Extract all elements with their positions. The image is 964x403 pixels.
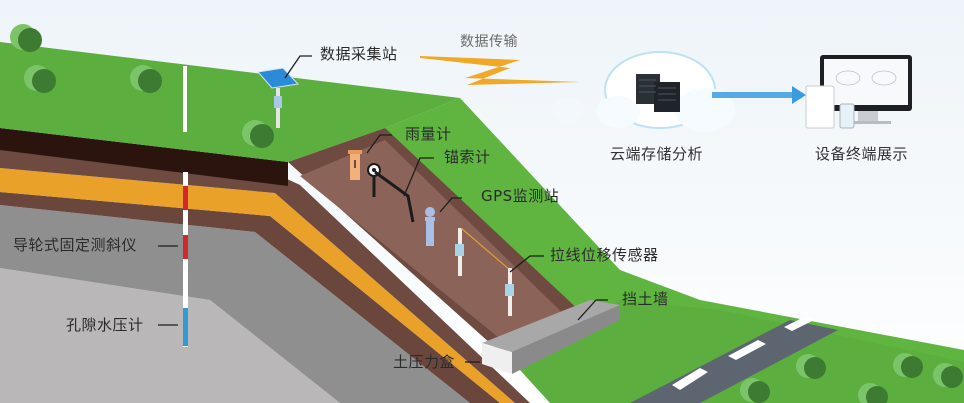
label-cloud-storage: 云端存储分析 — [610, 145, 704, 163]
label-wire-displacement: 拉线位移传感器 — [550, 246, 659, 264]
plateau-grass — [0, 42, 460, 162]
terminal-devices-icon — [805, 55, 912, 129]
wire-displacement-sensor — [455, 227, 514, 316]
label-inclinometer: 导轮式固定测斜仪 — [13, 236, 138, 254]
label-anchor-meter: 锚索计 — [444, 148, 491, 166]
label-piezometer: 孔隙水压计 — [66, 316, 144, 334]
label-terminal-display: 设备终端展示 — [815, 145, 909, 163]
solar-data-station — [257, 67, 300, 128]
road — [630, 316, 838, 403]
lightning-bolt-icon — [420, 56, 580, 85]
arrow-right-icon — [712, 86, 806, 104]
gps-station — [425, 207, 435, 246]
label-retaining-wall: 挡土墙 — [622, 290, 669, 308]
server-icon — [636, 74, 680, 112]
label-data-transmission: 数据传输 — [460, 34, 518, 50]
leader-lines — [158, 55, 608, 363]
trees — [10, 24, 963, 403]
ground-cross-section — [0, 128, 530, 403]
rain-gauge — [348, 150, 362, 180]
label-rain-gauge: 雨量计 — [405, 125, 452, 143]
label-data-station: 数据采集站 — [320, 45, 398, 63]
inclinometer-probe — [183, 66, 188, 347]
label-earth-pressure-cell: 土压力盒 — [393, 353, 456, 371]
label-gps-station: GPS监测站 — [481, 187, 560, 205]
retaining-wall — [482, 300, 620, 374]
anchor-meter — [367, 163, 415, 223]
